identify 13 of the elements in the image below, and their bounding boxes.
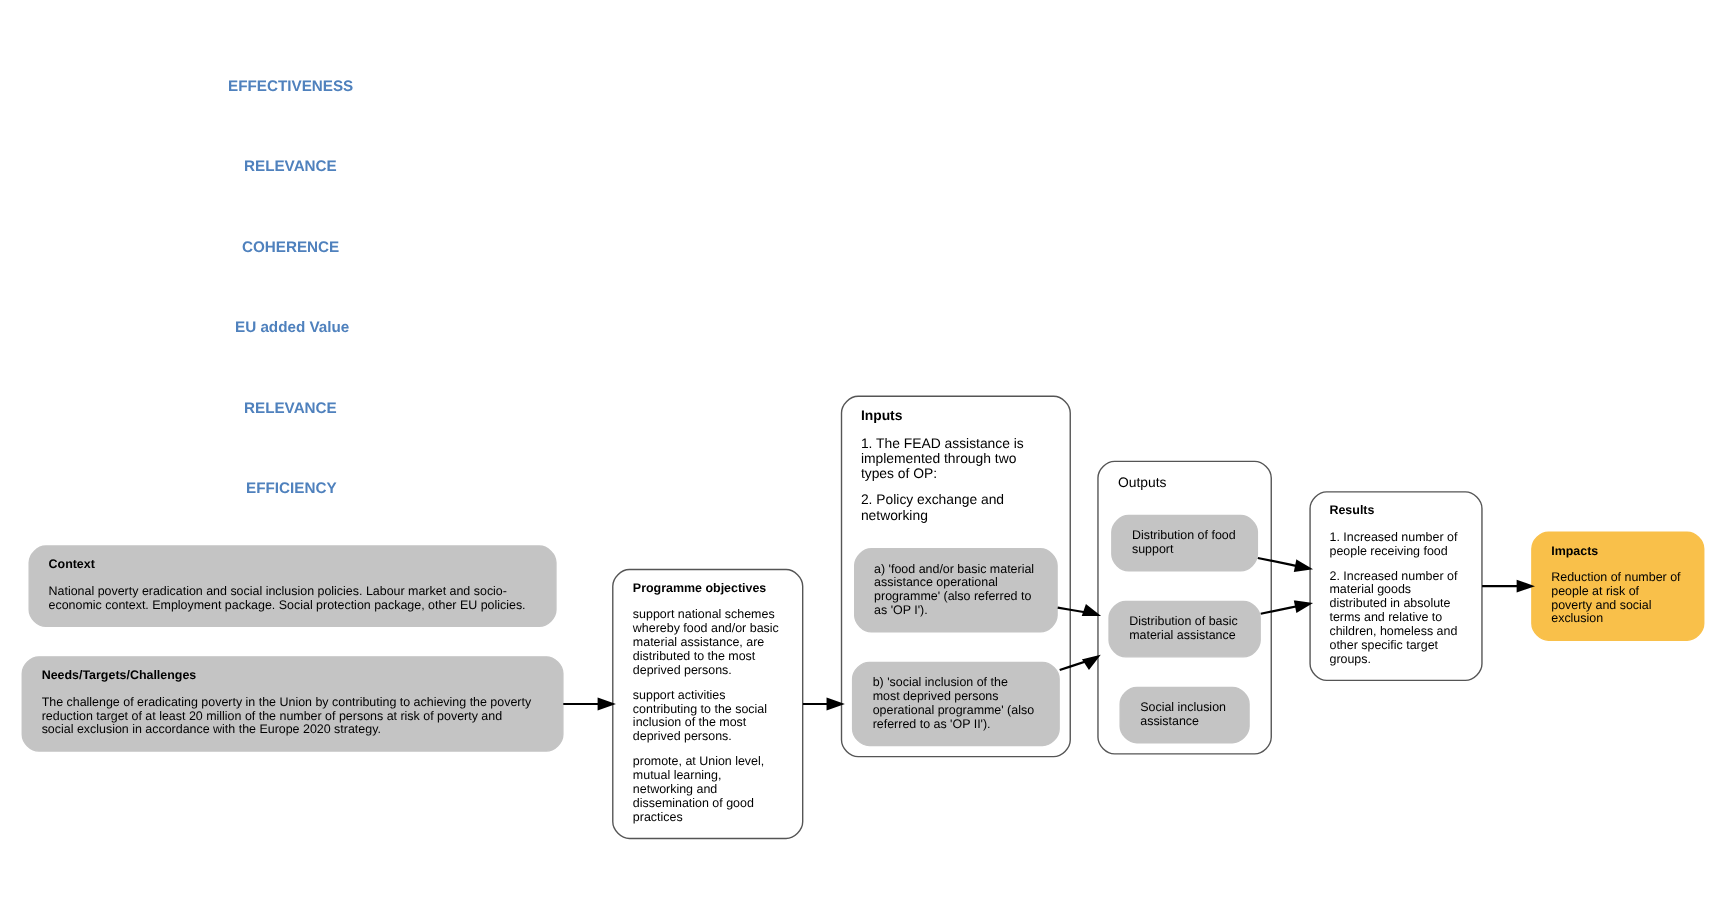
label: COHERENCE [241,236,340,255]
label: EU added Value [235,317,350,336]
arrow [563,696,616,710]
arrow [1057,603,1102,616]
label: RELEVANCE [244,156,337,175]
label: RELEVANCE [244,397,337,416]
arrow [802,696,845,710]
arrow [1482,578,1535,592]
arrow [1260,599,1314,614]
label: EFFECTIVENESS [228,75,354,94]
arrow [1059,653,1101,671]
arrow [1257,555,1314,571]
label: EFFICIENCY [246,478,337,496]
